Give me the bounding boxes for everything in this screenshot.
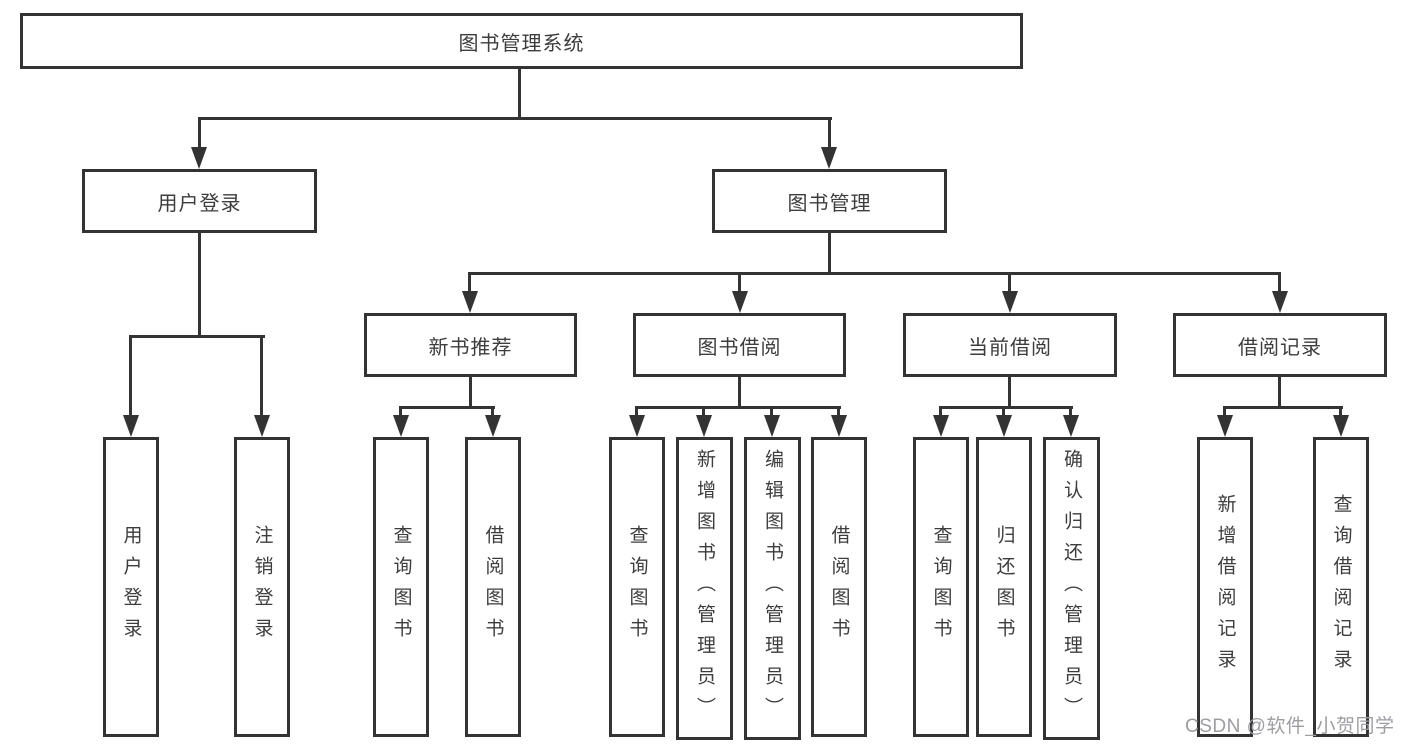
leaf-query-books-borrow: 查询图书 <box>609 437 665 737</box>
arrowhead-down-icon <box>831 415 847 437</box>
arrowhead-down-icon <box>732 291 748 313</box>
arrowhead-down-icon <box>696 415 712 437</box>
connector-line <box>635 406 638 419</box>
watermark: CSDN @软件_小贺同学 <box>1185 716 1395 737</box>
connector-line <box>939 406 942 419</box>
arrowhead-down-icon <box>764 415 780 437</box>
connector-line <box>469 377 472 409</box>
connector-line <box>1223 406 1343 409</box>
connector-line <box>491 406 494 419</box>
node-borrow-records: 借阅记录 <box>1173 313 1387 377</box>
connector-line <box>399 406 402 419</box>
arrowhead-down-icon <box>123 415 139 437</box>
arrowhead-down-icon <box>933 415 949 437</box>
node-new-book-recommend: 新书推荐 <box>364 313 577 377</box>
arrowhead-down-icon <box>1063 415 1079 437</box>
leaf-edit-books-admin: 编辑图书（管理员） <box>744 437 801 740</box>
connector-line <box>1069 406 1072 419</box>
connector-line <box>828 233 831 275</box>
arrowhead-down-icon <box>1217 415 1233 437</box>
connector-line <box>468 272 1281 275</box>
connector-line <box>129 335 132 419</box>
connector-line <box>702 406 705 419</box>
arrowhead-down-icon <box>393 415 409 437</box>
arrowhead-down-icon <box>1272 291 1288 313</box>
connector-line <box>738 377 741 409</box>
connector-line <box>770 406 773 419</box>
connector-line <box>518 69 521 119</box>
leaf-query-books-current: 查询图书 <box>913 437 969 737</box>
arrowhead-down-icon <box>821 147 837 169</box>
node-current-borrow: 当前借阅 <box>903 313 1117 377</box>
arrowhead-down-icon <box>462 291 478 313</box>
arrowhead-down-icon <box>1002 291 1018 313</box>
connector-line <box>828 117 831 150</box>
leaf-borrow-books: 借阅图书 <box>811 437 867 737</box>
arrowhead-down-icon <box>996 415 1012 437</box>
leaf-return-books: 归还图书 <box>976 437 1032 737</box>
connector-line <box>1278 377 1281 409</box>
connector-line <box>635 406 841 409</box>
connector-line <box>129 335 265 338</box>
connector-line <box>1339 406 1342 419</box>
connector-line <box>1008 377 1011 409</box>
arrowhead-down-icon <box>1333 415 1349 437</box>
arrowhead-down-icon <box>191 147 207 169</box>
connector-line <box>1278 272 1281 295</box>
connector-line <box>468 272 471 295</box>
leaf-query-books-recommend: 查询图书 <box>373 437 429 737</box>
arrowhead-down-icon <box>485 415 501 437</box>
leaf-query-borrow-record: 查询借阅记录 <box>1313 437 1369 737</box>
leaf-add-borrow-record: 新增借阅记录 <box>1197 437 1253 737</box>
connector-line <box>1223 406 1226 419</box>
connector-line <box>198 117 832 120</box>
connector-line <box>198 117 201 150</box>
connector-line <box>837 406 840 419</box>
connector-line <box>939 406 1073 409</box>
leaf-confirm-return-admin: 确认归还（管理员） <box>1043 437 1100 740</box>
connector-line <box>198 233 201 338</box>
node-book-management: 图书管理 <box>712 169 947 233</box>
leaf-logout-login: 注销登录 <box>234 437 290 737</box>
connector-line <box>738 272 741 295</box>
connector-line <box>260 335 263 419</box>
arrowhead-down-icon <box>254 415 270 437</box>
node-book-borrow: 图书借阅 <box>633 313 846 377</box>
leaf-borrow-books-recommend: 借阅图书 <box>465 437 521 737</box>
node-root: 图书管理系统 <box>20 13 1023 69</box>
connector-line <box>1002 406 1005 419</box>
arrowhead-down-icon <box>629 415 645 437</box>
connector-line <box>399 406 495 409</box>
leaf-user-login: 用户登录 <box>103 437 159 737</box>
node-user-login: 用户登录 <box>82 169 317 233</box>
connector-line <box>1008 272 1011 295</box>
leaf-add-books-admin: 新增图书（管理员） <box>676 437 733 740</box>
